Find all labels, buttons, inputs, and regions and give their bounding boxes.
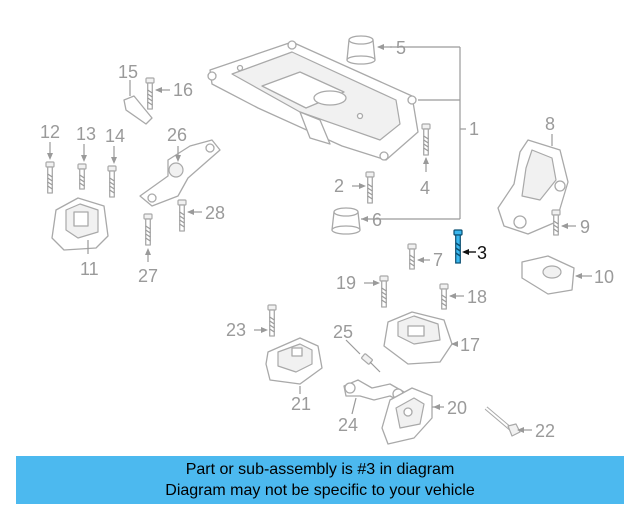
callout-7: 7 [433,250,443,270]
bushing-part-6 [331,207,361,235]
bolt-part-27 [143,213,153,246]
bolt-part-12 [45,161,55,194]
bolt-part-14 [107,165,117,198]
mount-part-21 [265,337,323,385]
callout-1: 1 [469,119,479,139]
bracket-part-15 [123,95,153,125]
bracket-part-20 [381,387,433,445]
bracket-part-8 [497,139,569,235]
bolt-part-25 [361,353,381,373]
bolt-part-4 [421,123,431,156]
callout-13: 13 [76,124,96,144]
callout-6: 6 [372,210,382,230]
callout-22: 22 [535,421,555,441]
callout-14: 14 [105,126,125,146]
banner-line-disclaimer: Diagram may not be specific to your vehi… [165,482,475,499]
callout-18: 18 [467,287,487,307]
mount-part-11 [51,197,109,251]
callout-23: 23 [226,320,246,340]
bolt-part-23 [267,304,277,337]
callout-9: 9 [580,217,590,237]
callout-25: 25 [333,322,353,342]
leader-line-25 [345,339,361,355]
parts-diagram: 1 5 6 2 4 3 8 [40,35,614,445]
callout-17: 17 [460,335,480,355]
bolt-part-19 [379,275,389,308]
bolt-part-2 [365,171,375,204]
callout-3: 3 [477,243,487,263]
callout-16: 16 [173,80,193,100]
banner-line-part-number: Part or sub-assembly is #3 in diagram [185,461,455,478]
torque-arm-part-26 [139,139,221,207]
bolt-part-28 [177,199,187,232]
bolt-part-3-highlighted [453,229,463,264]
callout-11: 11 [80,259,99,279]
callout-4: 4 [420,178,430,198]
info-banner: Part or sub-assembly is #3 in diagram Di… [16,456,624,504]
callout-10: 10 [594,267,614,287]
callout-28: 28 [205,203,225,223]
callout-26: 26 [167,125,187,145]
callout-8: 8 [545,114,555,134]
callout-12: 12 [40,122,60,142]
subframe-part-1 [207,40,419,161]
callout-21: 21 [291,394,311,414]
bolt-part-13 [77,163,87,190]
bolt-part-22 [484,406,521,437]
bushing-part-5 [346,35,376,65]
callout-27: 27 [138,266,158,286]
callout-2: 2 [334,176,344,196]
callout-20: 20 [447,398,467,418]
callout-15: 15 [118,62,138,82]
mount-part-17 [383,311,453,365]
bracket-part-10 [521,255,575,295]
bolt-part-16 [145,77,155,110]
bolt-part-7 [407,243,417,270]
link-part-24 [343,379,405,403]
bolt-part-18 [439,283,449,310]
leader-line-24 [351,397,357,415]
callout-24: 24 [338,415,358,435]
callout-5: 5 [396,38,406,58]
callout-19: 19 [336,273,356,293]
bolt-part-9 [551,209,561,236]
